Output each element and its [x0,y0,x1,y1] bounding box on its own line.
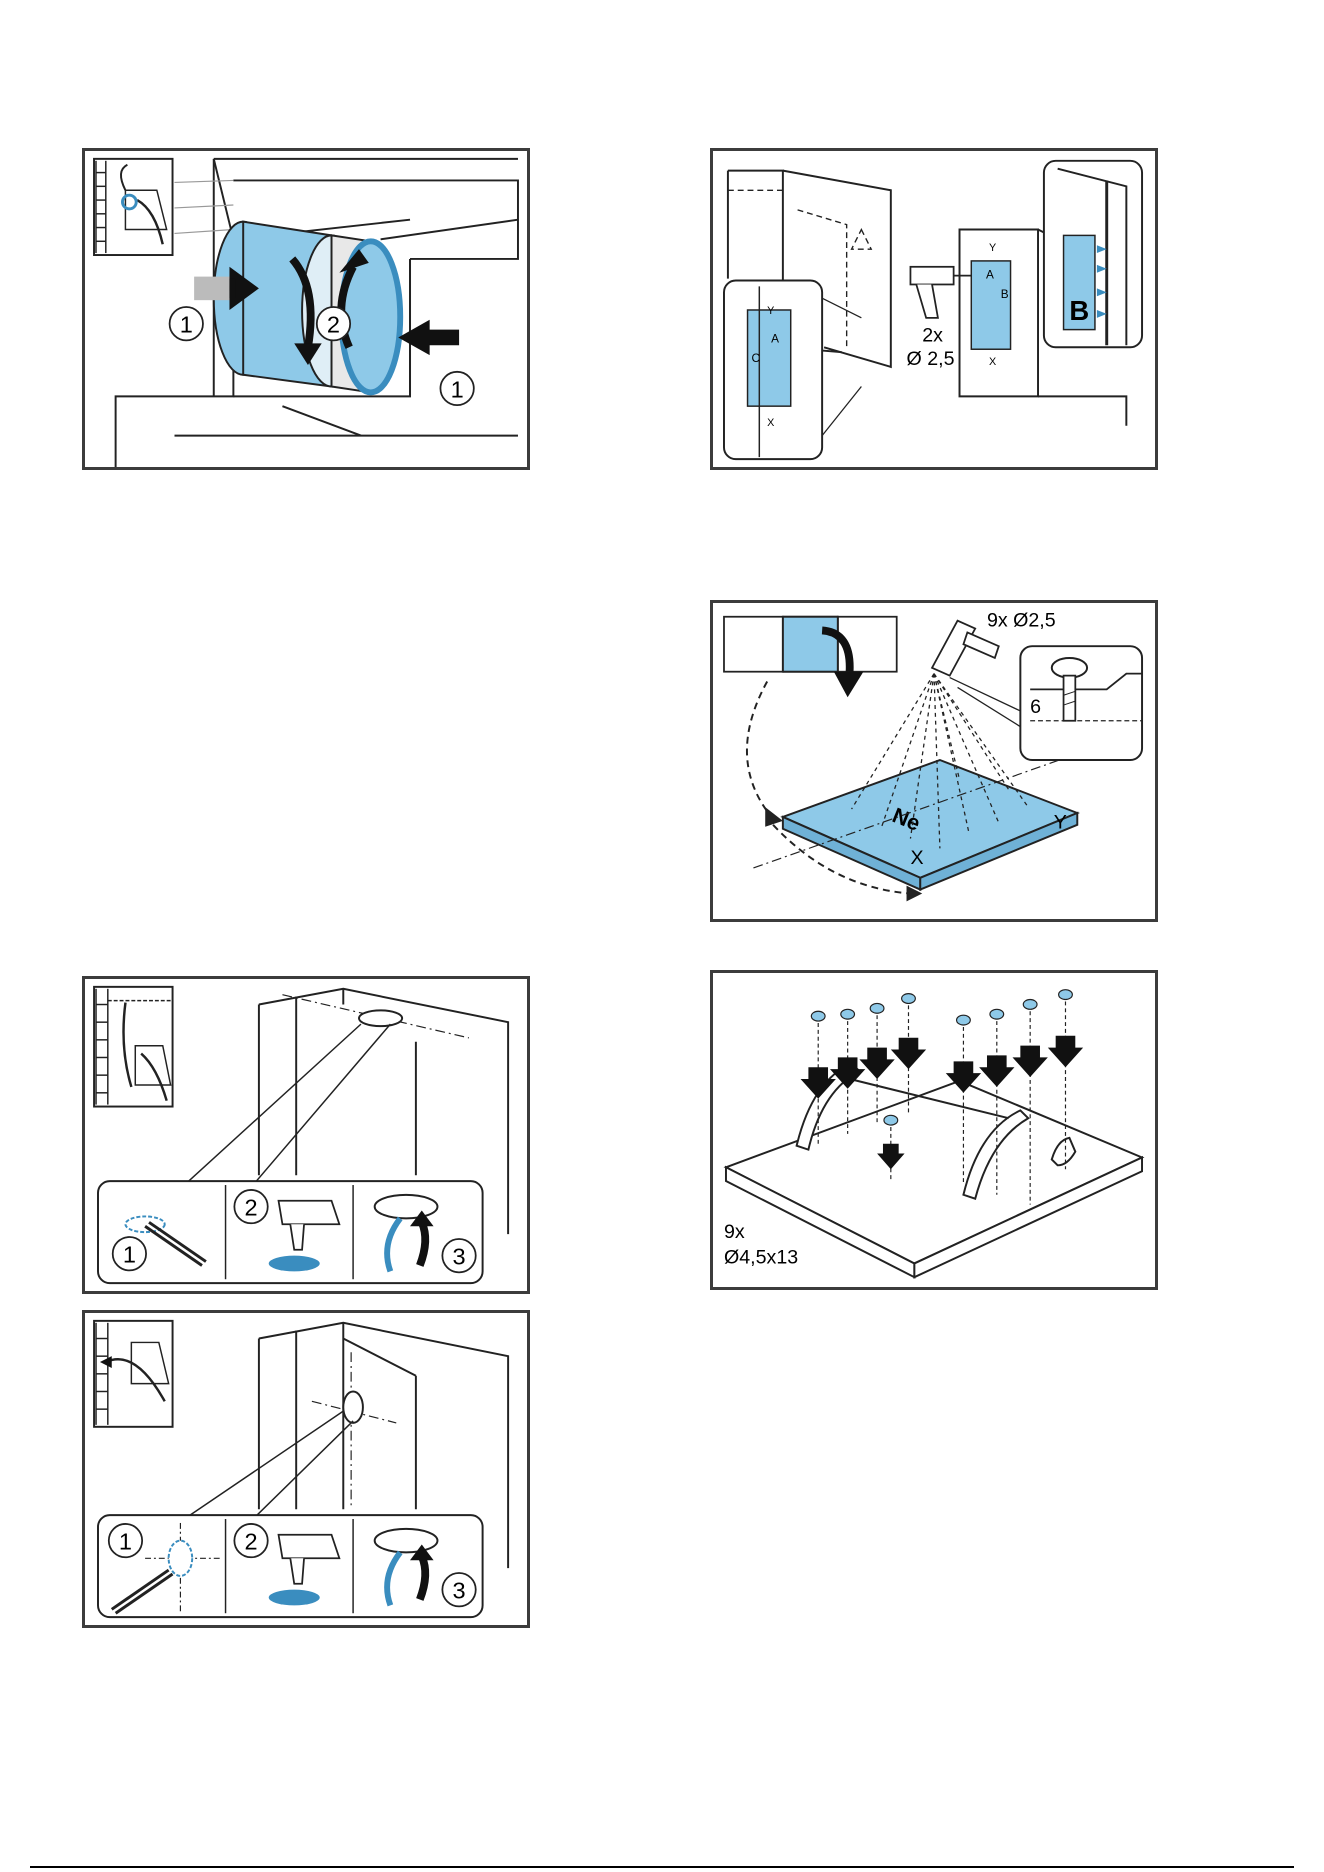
step-2-label: 2 [327,312,340,338]
step-3-remove: 3 [453,1244,466,1270]
dim-x-left: X [767,417,774,429]
push-arrow-left-tail [194,277,231,301]
illustration-side-drilling: Y A C X Y A B X 2x Ø 2,5 B [710,148,1158,470]
step-1-mark: 1 [119,1528,132,1554]
screw-count: 9x [724,1221,745,1243]
screw-mounting-drawing: 9x Ø4,5x13 [713,973,1155,1287]
drill-count: 2x [922,324,943,346]
page-footer-rule [30,1866,1294,1868]
cabinet-cutout [783,617,838,672]
illustration-filter-insertion: 1 2 1 [82,148,530,470]
step-1-label-b: 1 [451,376,464,402]
template-drilling-drawing: Ne 9x Ø2,5 6 Y X [713,603,1155,919]
screw-depth: 6 [1030,696,1041,718]
side-drilling-drawing: Y A C X Y A B X 2x Ø 2,5 B [713,151,1155,467]
illustration-template-drilling: Ne 9x Ø2,5 6 Y X [710,600,1158,922]
step-2-cut: 2 [245,1528,258,1554]
step-1-label-a: 1 [180,312,193,338]
cutout-disc-icon [375,1529,438,1553]
dim-y: Y [1054,812,1067,834]
point-a-left: A [771,332,779,345]
drill-icon [910,267,971,318]
drilling-template-board [783,760,1077,878]
drill-spec: 9x Ø2,5 [987,610,1056,632]
point-c-left: C [751,352,760,365]
drill-size: Ø 2,5 [907,348,955,370]
inset-template-b: B [1069,295,1089,326]
ceiling-hole [359,1010,402,1026]
step-3-remove: 3 [453,1578,466,1604]
dim-x: X [910,847,923,869]
push-arrow-right-icon [398,320,459,355]
rear-cutout-drawing: 1 2 3 [85,1313,527,1625]
illustration-ceiling-cutout: 1 2 3 [82,976,530,1294]
point-b-right: B [1001,288,1009,301]
illustration-rear-cutout: 1 2 3 [82,1310,530,1628]
cutout-disc-icon [375,1195,438,1219]
step-2-cut: 2 [245,1194,258,1220]
filter-insertion-drawing: 1 2 1 [85,151,527,467]
dim-y-left: Y [767,305,774,317]
screw-size: Ø4,5x13 [724,1246,798,1268]
point-a-right: A [986,269,994,282]
dim-x-right: X [989,356,996,368]
fold-arrow-icon [834,672,863,698]
step-1-mark: 1 [123,1242,136,1268]
illustration-screw-mounting: 9x Ø4,5x13 [710,970,1158,1290]
dim-y-right: Y [989,242,996,254]
ceiling-cutout-drawing: 1 2 3 [85,979,527,1291]
mark-circle-icon [169,1541,193,1576]
rear-wall-hole [343,1391,363,1422]
